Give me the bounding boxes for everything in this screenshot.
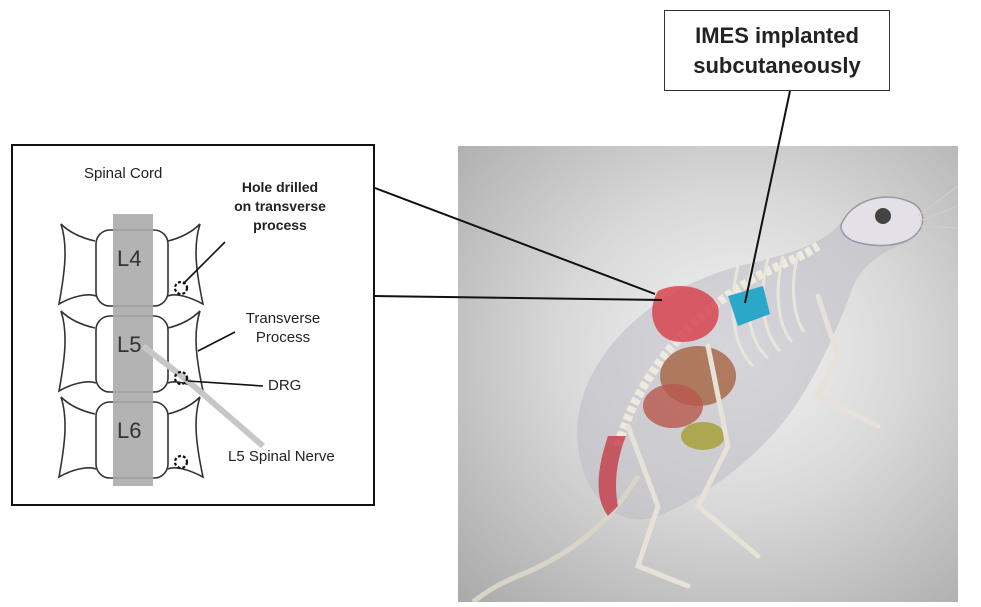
vertebra-label-l6: L6 xyxy=(117,418,141,444)
hole-leader-line xyxy=(183,242,225,284)
drilled-hole-l4 xyxy=(175,282,187,294)
upper-pointer-line xyxy=(375,188,655,294)
implant-callout-box: IMES implanted subcutaneously xyxy=(664,10,890,91)
transverse-label-line-1: Transverse xyxy=(235,309,331,328)
l5-spinal-nerve-label: L5 Spinal Nerve xyxy=(228,447,335,466)
hole-label-line-1: Hole drilled xyxy=(225,178,335,197)
l5-spinal-nerve xyxy=(143,346,263,446)
vertebra-label-l5: L5 xyxy=(117,332,141,358)
hole-marker-l6 xyxy=(175,456,187,468)
drg-leader-line xyxy=(188,381,263,386)
callout-line-2: subcutaneously xyxy=(693,51,860,81)
callout-line-1: IMES implanted xyxy=(695,21,859,51)
lower-pointer-line xyxy=(375,296,662,300)
drg-label: DRG xyxy=(268,376,301,395)
hole-label-line-2: on transverse xyxy=(225,197,335,216)
vertebra-label-l4: L4 xyxy=(117,246,141,272)
hole-label-line-3: process xyxy=(225,216,335,235)
implant-pointer-line xyxy=(745,91,790,303)
transverse-label-line-2: Process xyxy=(235,328,331,347)
hole-label: Hole drilled on transverse process xyxy=(225,178,335,235)
transverse-leader-line xyxy=(198,332,235,351)
spinal-cord-label: Spinal Cord xyxy=(84,164,162,183)
transverse-process-label: Transverse Process xyxy=(235,309,331,347)
spine-detail-box: Spinal Cord Hole drilled on transverse p… xyxy=(11,144,375,506)
